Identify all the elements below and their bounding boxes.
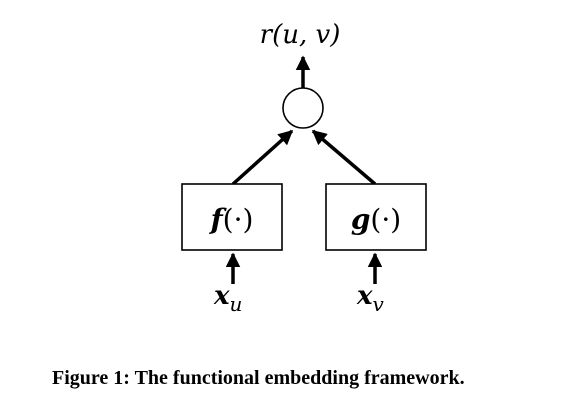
combiner-node (282, 87, 324, 129)
left-to-combiner-arrow (231, 129, 294, 186)
output-label: r(u, v) (260, 20, 341, 50)
f-function-arg: (·) (223, 203, 254, 236)
svg-text:g(·): g(·) (351, 203, 401, 236)
xv-input-label: xv (356, 281, 385, 316)
g-function-box: g(·) (325, 183, 427, 251)
right-to-combiner-arrow (311, 129, 377, 186)
g-function-name: g (351, 203, 371, 236)
f-function-box: f(·) (181, 183, 283, 251)
g-function-arg: (·) (370, 203, 401, 236)
figure-caption: Figure 1: The functional embedding frame… (52, 367, 465, 389)
xu-input-label: xu (213, 281, 242, 316)
svg-text:f(·): f(·) (209, 203, 254, 236)
